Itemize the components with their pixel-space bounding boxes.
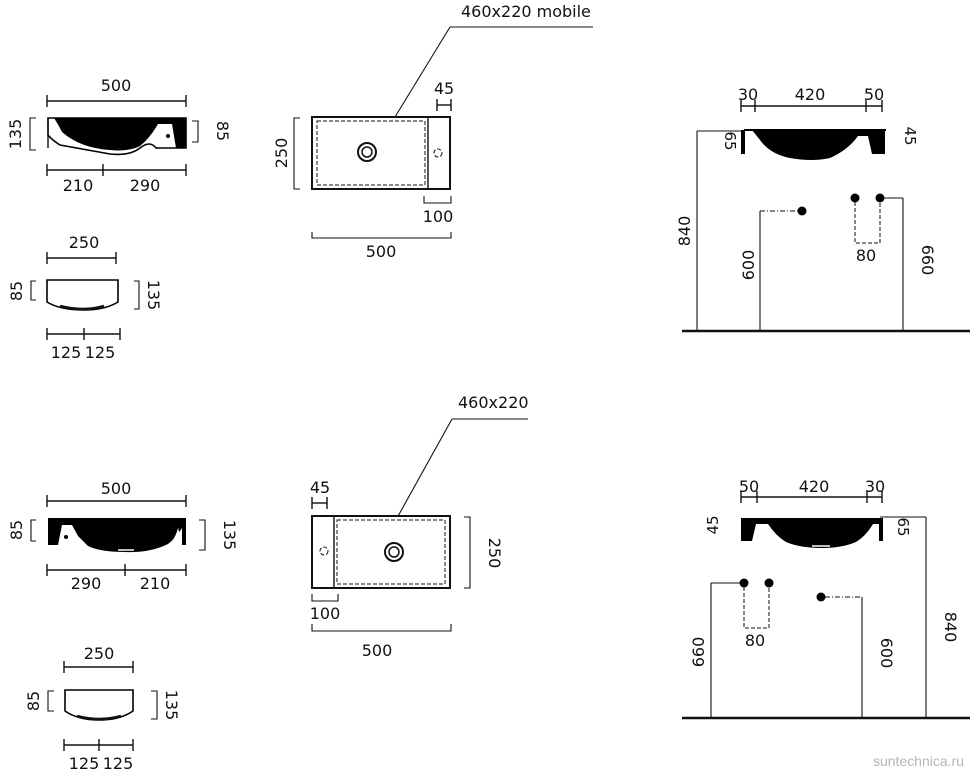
bottom-plan-bottom-left: 100	[310, 604, 341, 623]
bottom-plan-height: 250	[485, 538, 504, 569]
bottom-side-half-b: 125	[103, 754, 134, 773]
top-side-h-right: 135	[144, 280, 163, 311]
bottom-plan-width: 500	[362, 641, 393, 660]
bottom-side-half-a: 125	[69, 754, 100, 773]
top-install-height: 840	[675, 216, 694, 247]
bottom-profile-right: 210	[140, 574, 171, 593]
top-install-d1: 30	[738, 85, 758, 104]
top-side-width: 250	[69, 233, 100, 252]
top-plan-width: 500	[366, 242, 397, 261]
top-plan-height: 250	[272, 138, 291, 169]
top-plan-top-right: 45	[434, 79, 454, 98]
bottom-install-d1: 50	[739, 477, 759, 496]
top-plan-view: 460x220 mobile 250 45 100 500	[272, 2, 593, 261]
bottom-install-rim-l: 45	[704, 515, 722, 534]
top-front-profile: 500 135 85 210 290	[6, 76, 232, 195]
top-side-half-b: 125	[85, 343, 116, 362]
top-plan-callout: 460x220 mobile	[461, 2, 591, 21]
top-side-h-left: 85	[7, 281, 26, 301]
top-install-d2: 420	[795, 85, 826, 104]
bottom-profile-width: 500	[101, 479, 132, 498]
bottom-side-h-left: 85	[24, 691, 43, 711]
top-install-waste: 600	[739, 250, 758, 281]
top-profile-h-right: 85	[213, 121, 232, 141]
bottom-profile-h-right: 135	[220, 520, 239, 551]
bottom-plan-callout: 460x220	[458, 393, 529, 412]
bottom-side-profile: 250 85 135 125 125	[24, 644, 181, 773]
bottom-profile-h-left: 85	[7, 520, 26, 540]
bottom-install-d2: 420	[799, 477, 830, 496]
top-profile-width: 500	[101, 76, 132, 95]
bottom-front-profile: 500 85 135 290 210	[7, 479, 239, 593]
bottom-install-d3: 30	[865, 477, 885, 496]
bottom-plan-top-left: 45	[310, 478, 330, 497]
top-install-d3: 50	[864, 85, 884, 104]
top-plan-bottom-right: 100	[423, 207, 454, 226]
bottom-side-width: 250	[84, 644, 115, 663]
bottom-plan-view: 460x220 250 45 100 500	[310, 393, 529, 660]
bottom-install-waste: 600	[877, 638, 896, 669]
bottom-install-supply: 660	[689, 637, 708, 668]
top-install-supply: 660	[918, 245, 937, 276]
top-side-profile: 250 85 135 125 125	[7, 233, 163, 362]
bottom-side-h-right: 135	[162, 690, 181, 721]
top-install-view: 840 30 420 50 65 45 600 80 660	[675, 85, 970, 333]
top-install-pitch: 80	[856, 246, 876, 265]
top-install-rim-r: 45	[901, 126, 919, 145]
top-profile-right: 290	[130, 176, 161, 195]
bottom-profile-left: 290	[71, 574, 102, 593]
top-install-rim-l: 65	[721, 131, 739, 150]
bottom-install-rim-r: 65	[894, 517, 912, 536]
bottom-install-height: 840	[941, 612, 960, 643]
top-profile-left: 210	[63, 176, 94, 195]
top-profile-h-left: 135	[6, 119, 25, 150]
bottom-install-pitch: 80	[745, 631, 765, 650]
bottom-install-view: 840 50 420 30 45 65 80 660 600	[682, 477, 970, 720]
watermark: suntechnica.ru	[873, 753, 964, 769]
top-side-half-a: 125	[51, 343, 82, 362]
